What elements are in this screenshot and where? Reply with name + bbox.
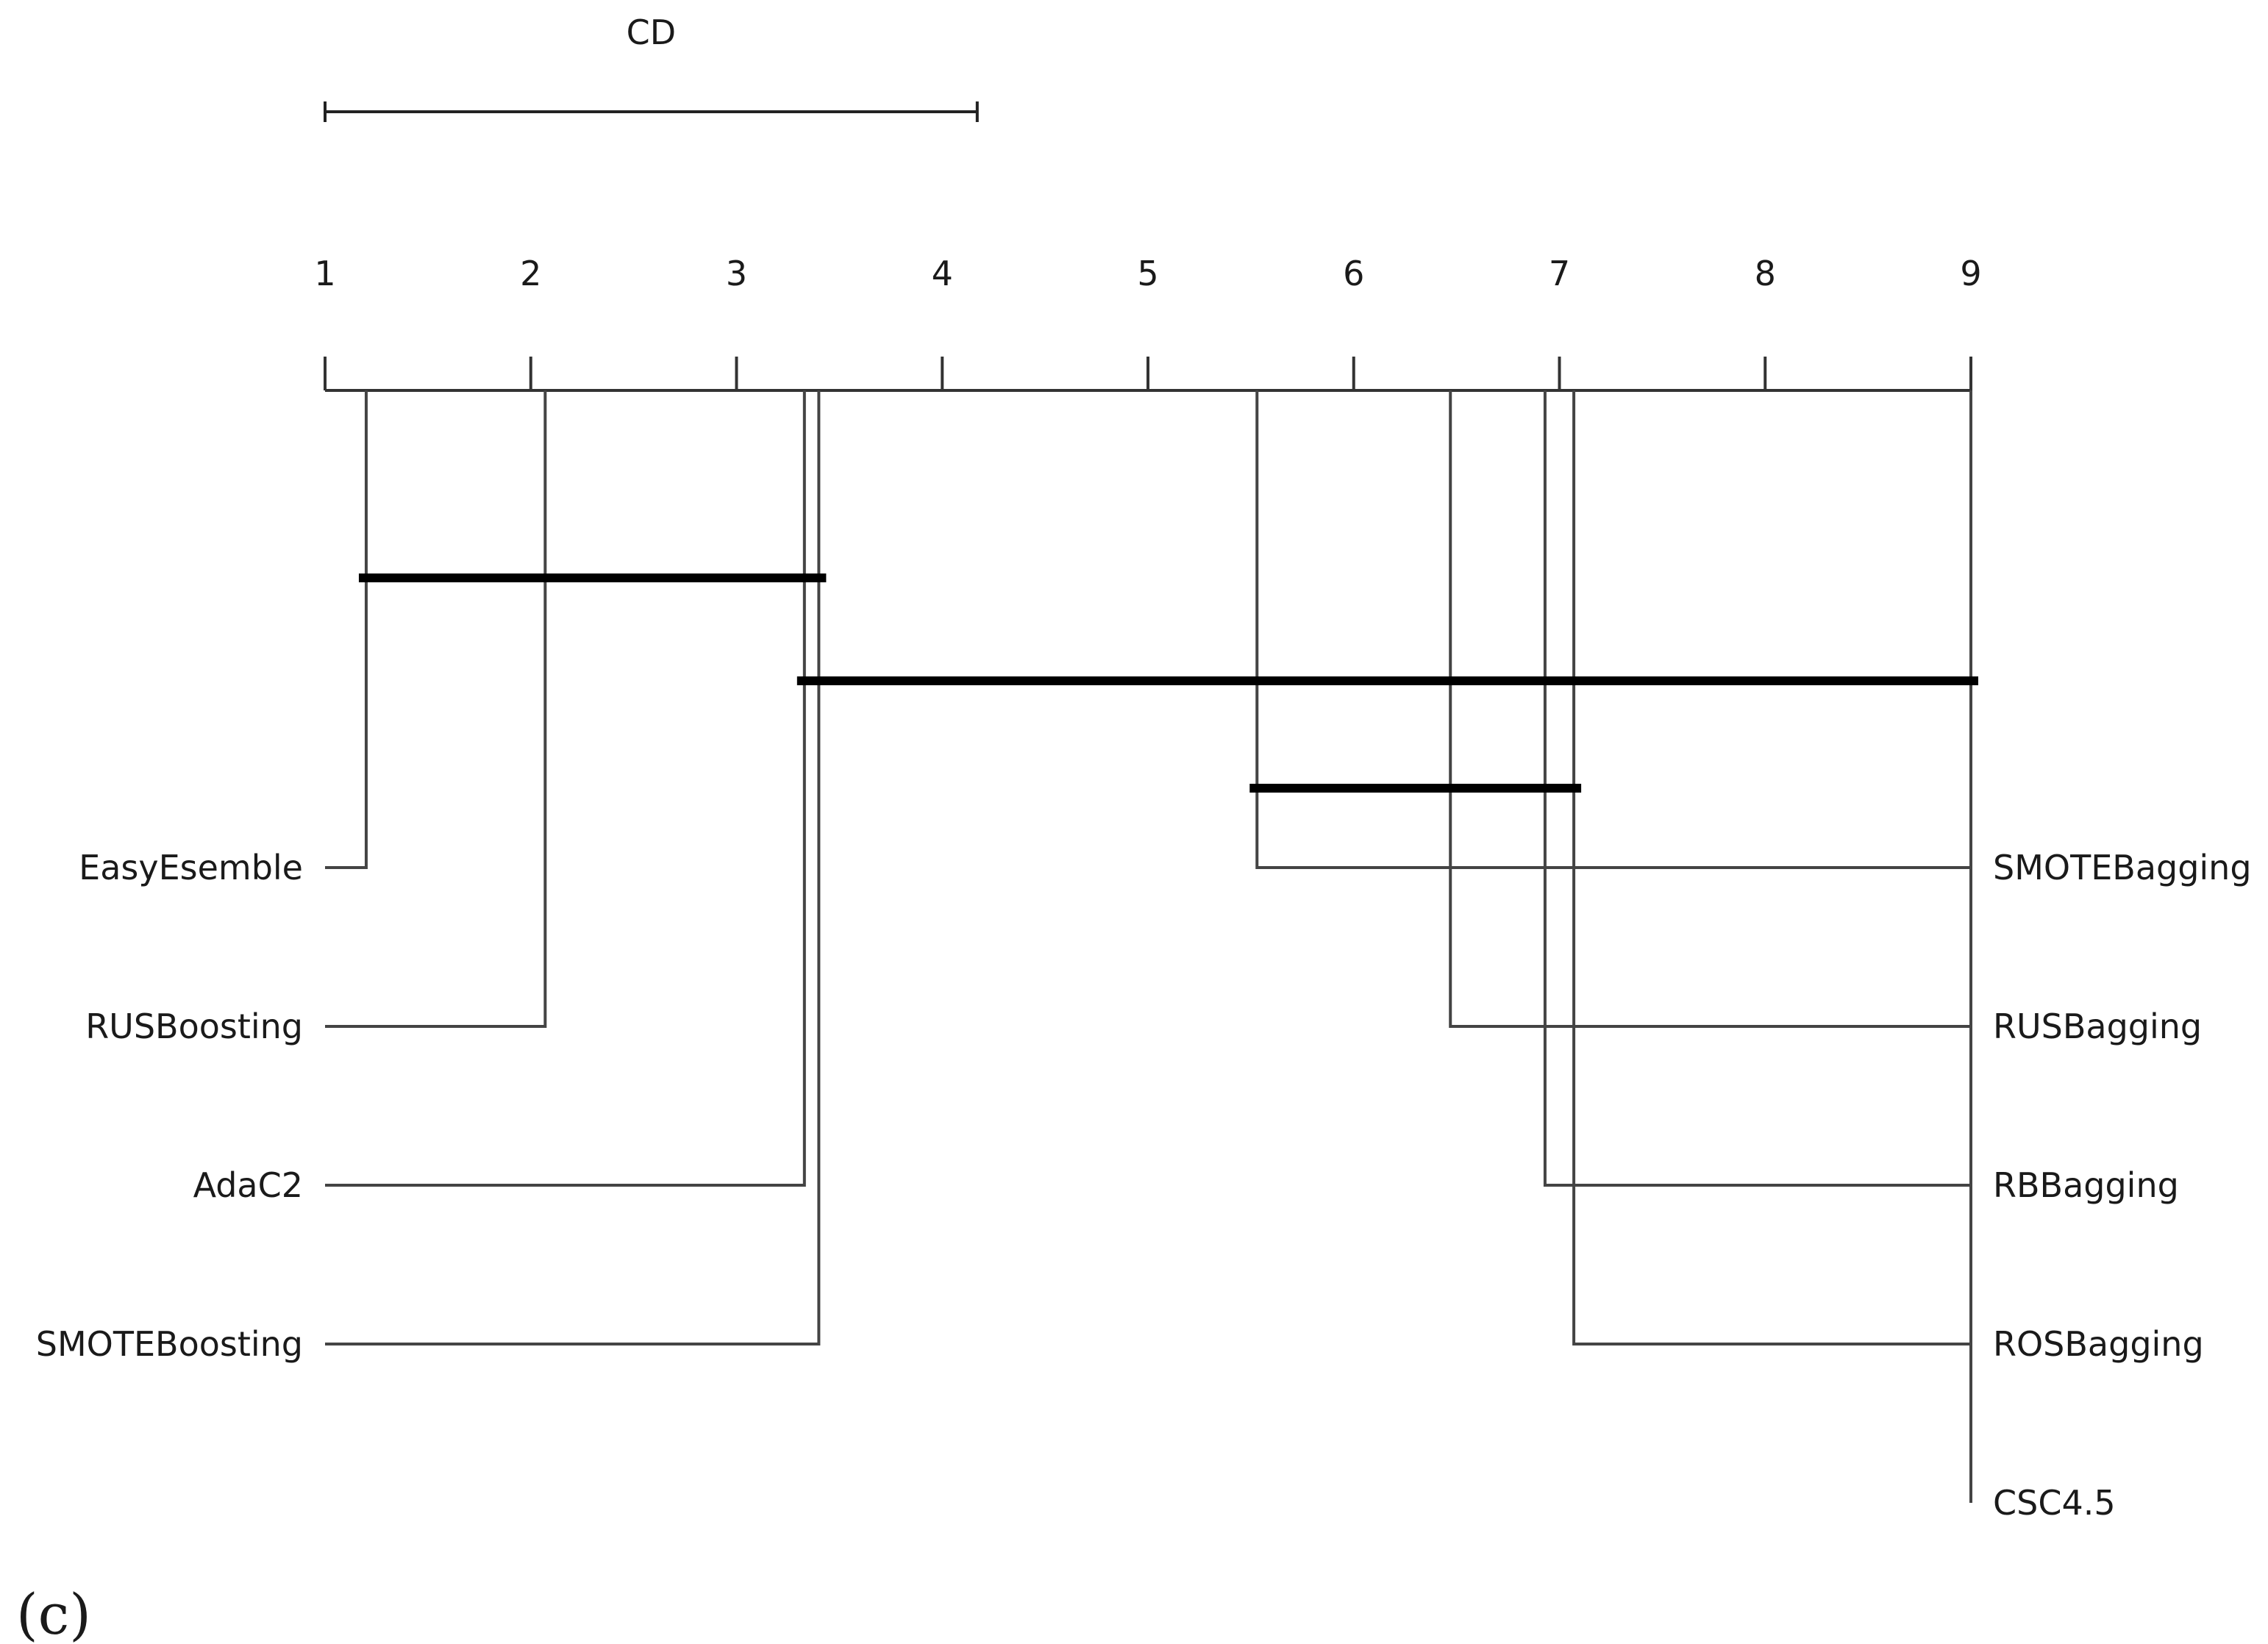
connector-right (1449, 390, 1971, 1028)
axis-tick-label: 4 (932, 254, 953, 293)
method-label: RUSBagging (1993, 1007, 2202, 1046)
method-label: SMOTEBoosting (36, 1324, 303, 1364)
connector-right (1255, 390, 1971, 869)
method-labels: EasyEsembleRUSBoostingAdaC2SMOTEBoosting… (36, 848, 2252, 1523)
method-connectors (325, 390, 1972, 1503)
connector-left (325, 390, 547, 1028)
method-label: RBBagging (1993, 1165, 2179, 1205)
axis-tick-label: 8 (1755, 254, 1776, 293)
connector-right (1543, 390, 1971, 1187)
axis-tick-label: 2 (520, 254, 541, 293)
method-label: RUSBoosting (85, 1007, 303, 1046)
axis-tick-label: 5 (1137, 254, 1158, 293)
critical-difference-bar: CD (324, 12, 979, 122)
axis-tick-label: 9 (1960, 254, 1981, 293)
method-label: AdaC2 (193, 1165, 303, 1205)
axis-tick-label: 1 (314, 254, 335, 293)
method-label: EasyEsemble (79, 848, 303, 887)
axis-tick-label: 7 (1549, 254, 1570, 293)
rank-axis: 1 2 3 4 5 6 7 8 9 (314, 254, 1982, 392)
connector-left (325, 390, 821, 1345)
cd-label: CD (627, 12, 677, 52)
axis-tick-label: 6 (1343, 254, 1364, 293)
method-label: SMOTEBagging (1993, 848, 2252, 887)
connector-right (1572, 390, 1971, 1345)
method-label: ROSBagging (1993, 1324, 2204, 1364)
method-label: CSC4.5 (1993, 1483, 2116, 1523)
clique-bars (358, 573, 1978, 793)
connector-left (325, 390, 806, 1187)
panel-label: (c) (16, 1582, 91, 1644)
connector-left (325, 390, 368, 869)
axis-tick-label: 3 (726, 254, 747, 293)
